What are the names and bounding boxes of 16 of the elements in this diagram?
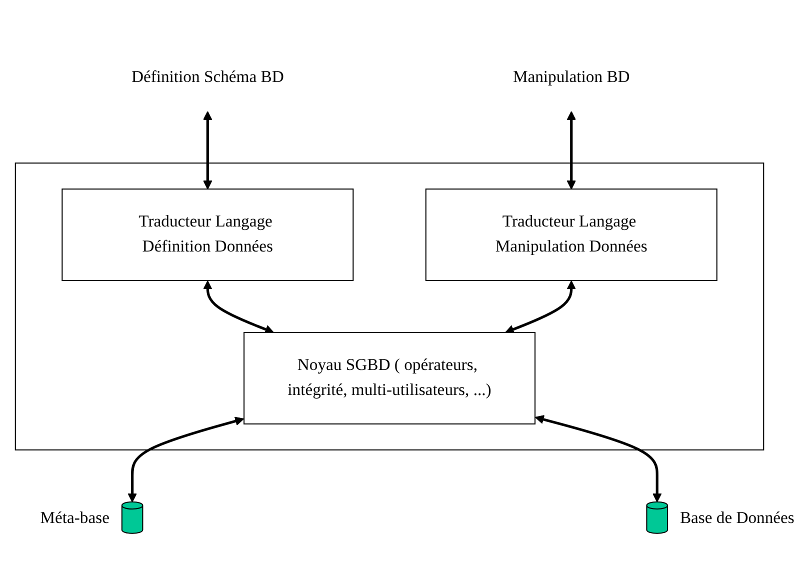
cylinder-caption: Méta-base xyxy=(40,507,110,526)
arrow xyxy=(203,280,274,334)
node-box: Traducteur Langage Manipulation Données xyxy=(425,188,718,281)
arrow xyxy=(128,416,244,502)
node-text: Manipulation BD xyxy=(512,68,630,86)
arrow xyxy=(535,414,662,502)
node-text: Définition Schéma BD xyxy=(131,68,284,86)
node-cylinder xyxy=(646,500,668,534)
node-cylinder xyxy=(121,500,144,534)
cluster xyxy=(14,162,764,450)
arrow xyxy=(203,110,212,189)
arrow xyxy=(505,280,576,334)
cylinder-caption: Base de Données xyxy=(680,507,794,526)
node-box: Noyau SGBD ( opérateurs, intégrité, multi-utilisateurs, ...) xyxy=(244,331,536,424)
node-box: Traducteur Langage Définition Données xyxy=(62,188,354,281)
arrow xyxy=(566,110,576,189)
